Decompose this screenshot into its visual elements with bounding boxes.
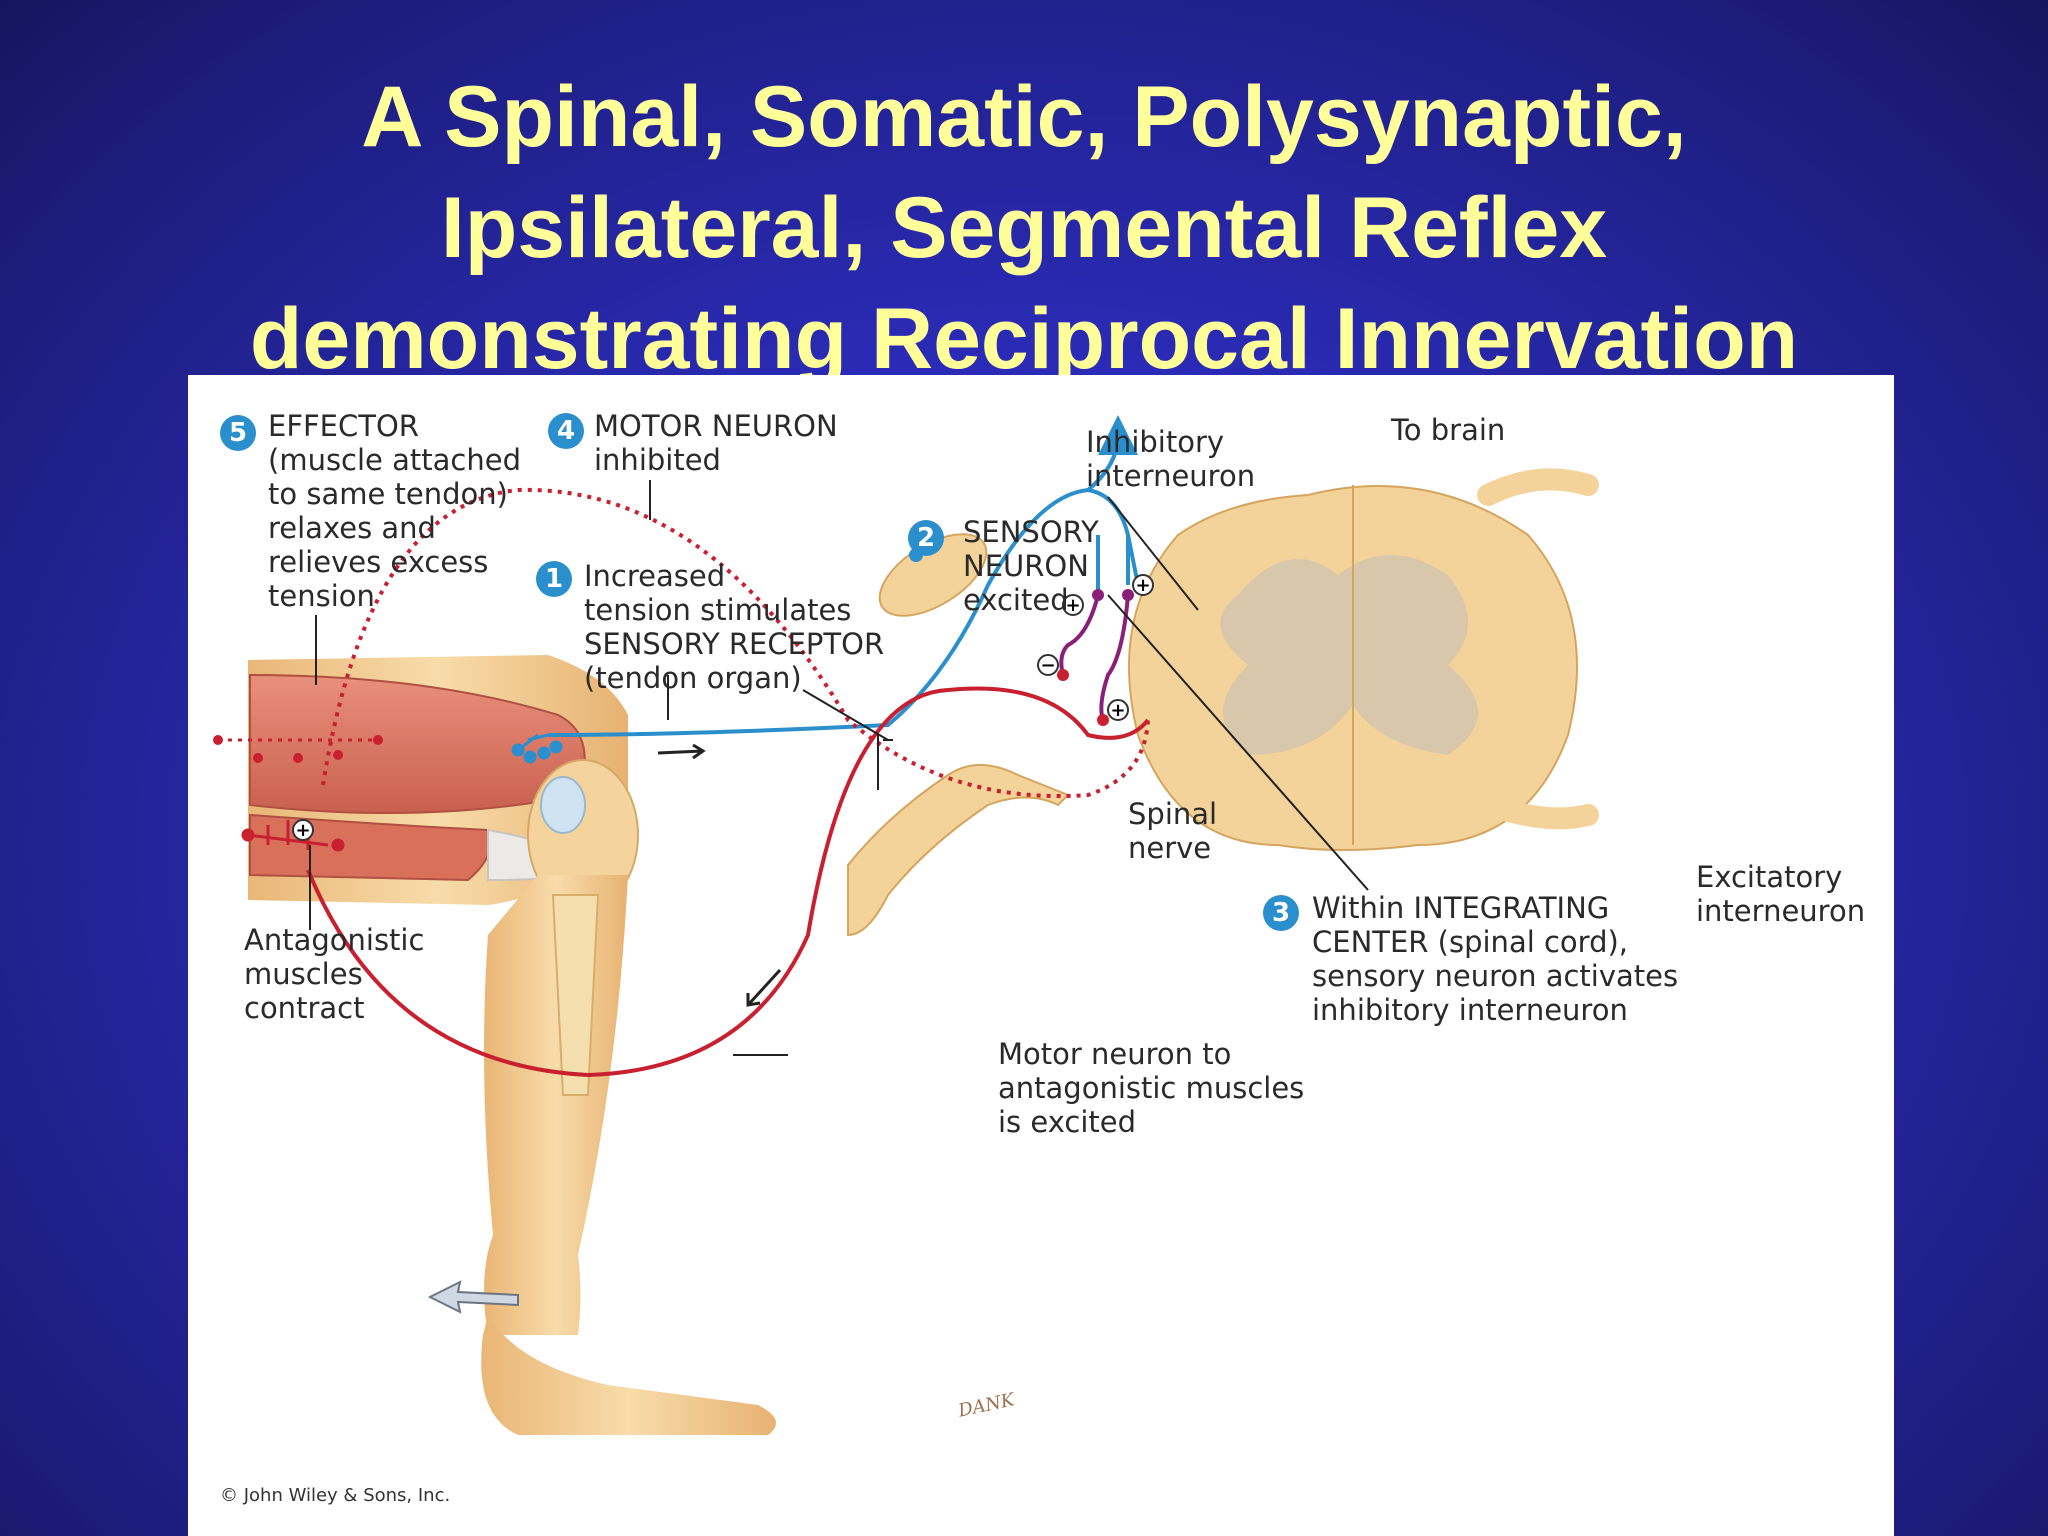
leader-lines	[309, 480, 1369, 1056]
patella	[540, 776, 586, 834]
tibia	[551, 894, 600, 1096]
gray-matter	[1220, 555, 1478, 755]
inhibitory-interneuron	[1059, 594, 1100, 676]
effector-muscle	[249, 673, 586, 814]
tendon-organ	[511, 733, 563, 764]
slide-title: A Spinal, Somatic, Polysynaptic, Ipsilat…	[0, 62, 2048, 395]
plus-sign: +	[295, 820, 310, 841]
step-3-label: Within INTEGRATING CENTER (spinal cord),…	[1312, 891, 1679, 1027]
motor-neuron-antagonistic	[306, 686, 1150, 1078]
step-1-badge: 1	[536, 561, 572, 597]
title-line-2: Ipsilateral, Segmental Reflex	[440, 180, 1608, 276]
spinal-nerve	[847, 764, 1070, 937]
antagonistic-nerve-endings	[241, 820, 345, 852]
plus-sign: +	[1135, 575, 1150, 596]
leg-movement-arrow	[427, 1280, 519, 1314]
reflex-illustration: + + − + +	[213, 415, 1599, 1435]
antagonistic-muscles-label: Antagonistic muscles contract	[244, 923, 425, 1025]
title-line-3: demonstrating Reciprocal Innervation	[249, 291, 1799, 387]
plus-sign-antagonistic	[292, 819, 314, 841]
foot	[481, 1315, 776, 1435]
step-5-label: EFFECTOR (muscle attached to same tendon…	[268, 409, 521, 613]
plus-sign: +	[1110, 700, 1125, 721]
motor-neuron-inhibited	[321, 487, 1150, 799]
excitatory-interneuron	[1099, 594, 1130, 721]
excitatory-interneuron-label: Excitatory interneuron	[1696, 860, 1866, 928]
title-line-1: A Spinal, Somatic, Polysynaptic,	[361, 69, 1687, 165]
step-1-label: Increased tension stimulates SENSORY REC…	[584, 559, 885, 695]
to-brain-label: To brain	[1391, 413, 1506, 447]
minus-sign: −	[1040, 655, 1055, 676]
step-2-badge: 2	[908, 520, 944, 556]
step-5-badge: 5	[220, 415, 256, 451]
step-4-label: MOTOR NEURON inhibited	[594, 409, 838, 477]
motor-neuron-antagonistic-label: Motor neuron to antagonistic muscles is …	[998, 1037, 1305, 1139]
motor-direction-arrow	[746, 968, 782, 1007]
diagram-panel: + + − + + 5 EFFECTOR (muscle attached to sa…	[188, 375, 1894, 1536]
inhibitory-interneuron-label: Inhibitory interneuron	[1086, 425, 1256, 493]
step-4-badge: 4	[548, 413, 584, 449]
copyright-text: © John Wiley & Sons, Inc.	[220, 1485, 451, 1506]
step-2-label: SENSORY NEURON excited	[963, 515, 1099, 617]
spinal-nerve-label: Spinal nerve	[1128, 797, 1218, 865]
effector-nerve-endings	[213, 735, 383, 763]
plus-sign: +	[1065, 595, 1080, 616]
sensory-direction-arrow	[657, 743, 706, 760]
step-3-badge: 3	[1263, 895, 1299, 931]
sensory-to-brain	[1086, 415, 1138, 492]
synapse-signs: + + − +	[1037, 574, 1154, 721]
